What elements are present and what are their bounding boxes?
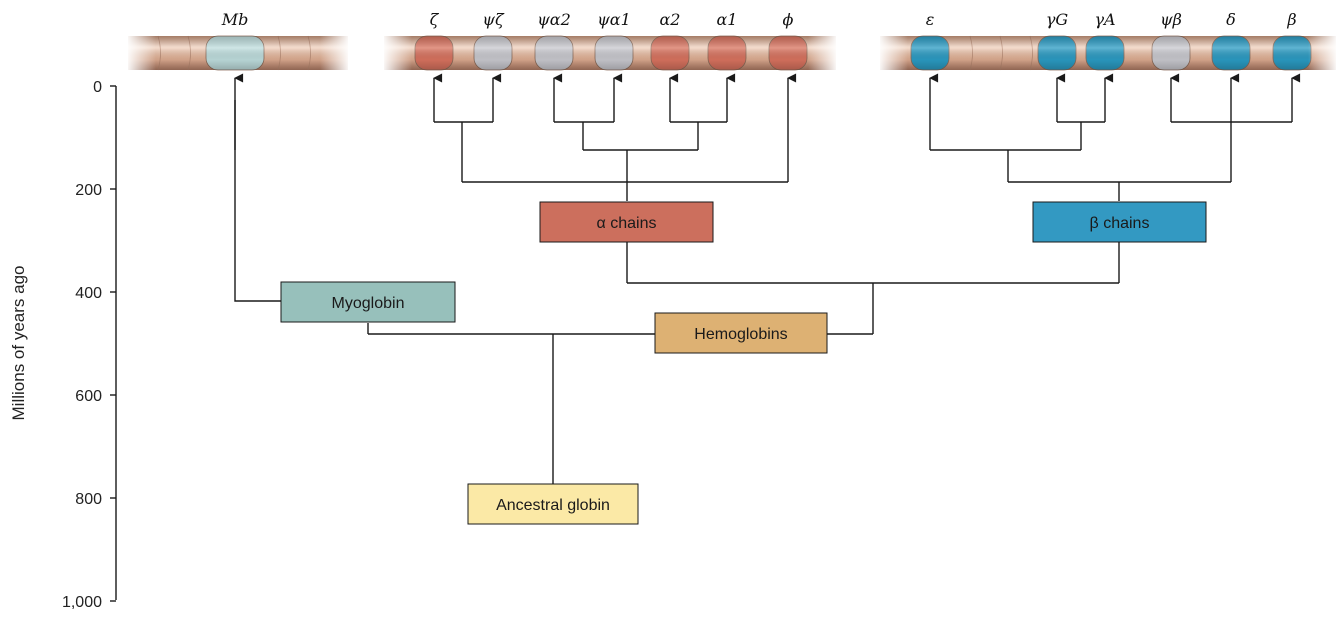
gene-label: Mb [221,10,249,29]
ancestral-globin-box-label: Ancestral globin [496,497,610,514]
gene-label: γG [1046,10,1069,29]
gene-label: β [1286,10,1296,29]
y-tick-label: 800 [75,491,102,508]
gene-label: ψα2 [537,10,571,29]
chromosome-strips [126,35,1338,71]
myoglobin-to-mb [234,100,281,302]
gene-label: ζ [430,10,440,29]
beta-chains-box: β chains [1032,201,1207,243]
y-tick-label: 1,000 [62,594,102,611]
y-tick-label: 0 [93,79,102,96]
myoglobin-box-label: Myoglobin [332,295,405,312]
gene-labels: Mb ζ ψζ ψα2 ψα1 α2 α1 ϕ ε γG γA ψβ δ β [221,10,1297,29]
gene-label: ϕ [783,10,794,29]
myoglobin-box: Myoglobin [280,281,456,323]
y-tick-label: 400 [75,285,102,302]
gene-label: δ [1226,10,1236,29]
y-tick-label: 600 [75,388,102,405]
gene-label: α2 [660,10,681,29]
gene-label: ε [926,10,935,29]
hemoglobins-box: Hemoglobins [654,312,828,354]
alpha-chains-box-label: α chains [597,215,657,232]
hemoglobins-box-label: Hemoglobins [694,326,787,343]
y-axis-title: Millions of years ago [9,266,28,421]
y-tick-label: 200 [75,182,102,199]
phylogenetic-tree [234,73,1301,484]
myoglobin-chromosome [126,35,350,71]
gene-label: α1 [717,10,738,29]
gene-label: ψβ [1160,10,1182,29]
gene-label: γA [1094,10,1115,29]
ancestral-globin-box: Ancestral globin [467,483,639,525]
beta-chromosome [878,35,1338,71]
gene-label: ψα1 [597,10,631,29]
y-axis: 0 200 400 600 800 1,000 Millions of years ago [9,79,117,611]
beta-chains-box-label: β chains [1090,215,1150,232]
gene-label: ψζ [482,10,505,29]
alpha-chains-box: α chains [539,201,714,243]
alpha-chromosome [382,35,838,71]
